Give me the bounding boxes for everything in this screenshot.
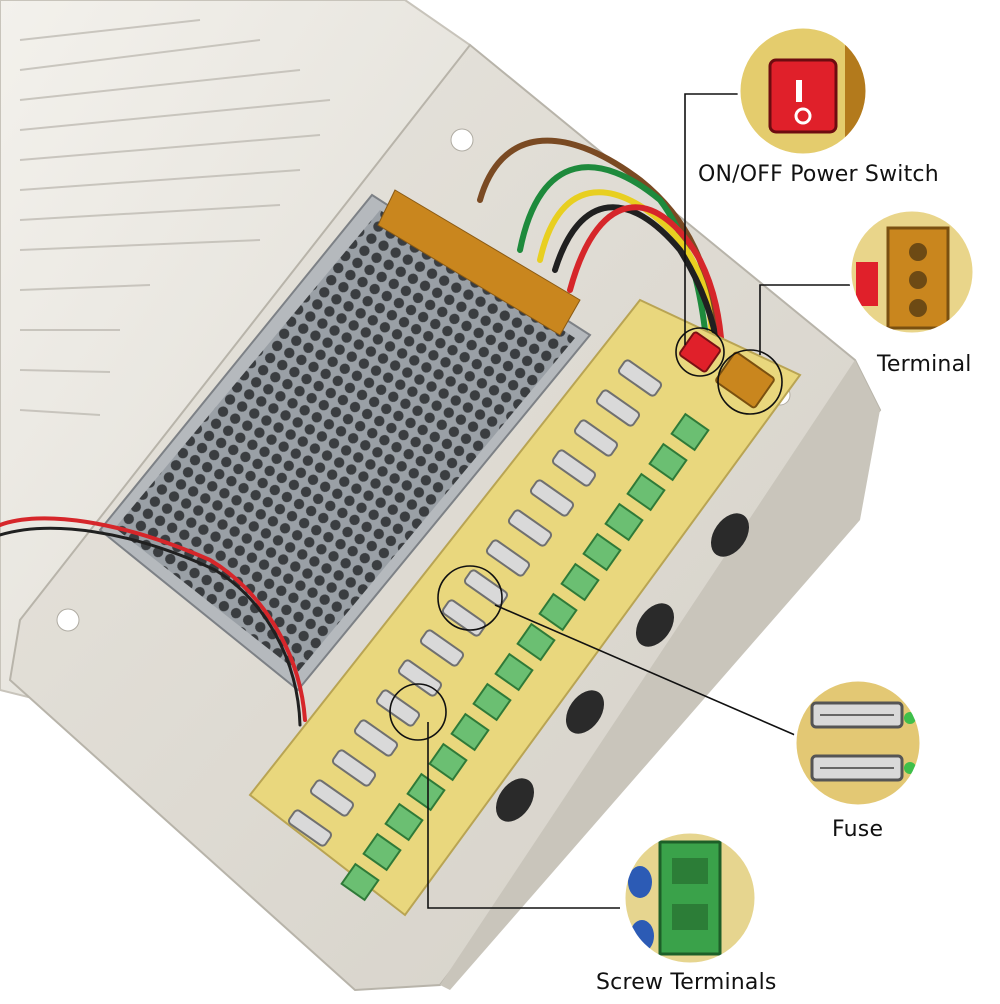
callout-label-power-switch: ON/OFF Power Switch bbox=[698, 162, 939, 187]
terminal-block-icon bbox=[715, 351, 775, 409]
callout-label-fuse: Fuse bbox=[832, 817, 884, 842]
callout-leaders bbox=[389, 93, 850, 909]
power-switch-icon bbox=[679, 331, 721, 373]
distribution-pcb bbox=[248, 298, 802, 917]
callout-zoom-terminal bbox=[850, 210, 974, 334]
callout-label-screw-terminals: Screw Terminals bbox=[596, 970, 777, 995]
wires bbox=[0, 137, 725, 727]
callout-label-terminal: Terminal bbox=[877, 352, 972, 377]
callout-zoom-screw-terminals bbox=[624, 832, 756, 964]
callout-zoom-fuse bbox=[795, 680, 921, 806]
